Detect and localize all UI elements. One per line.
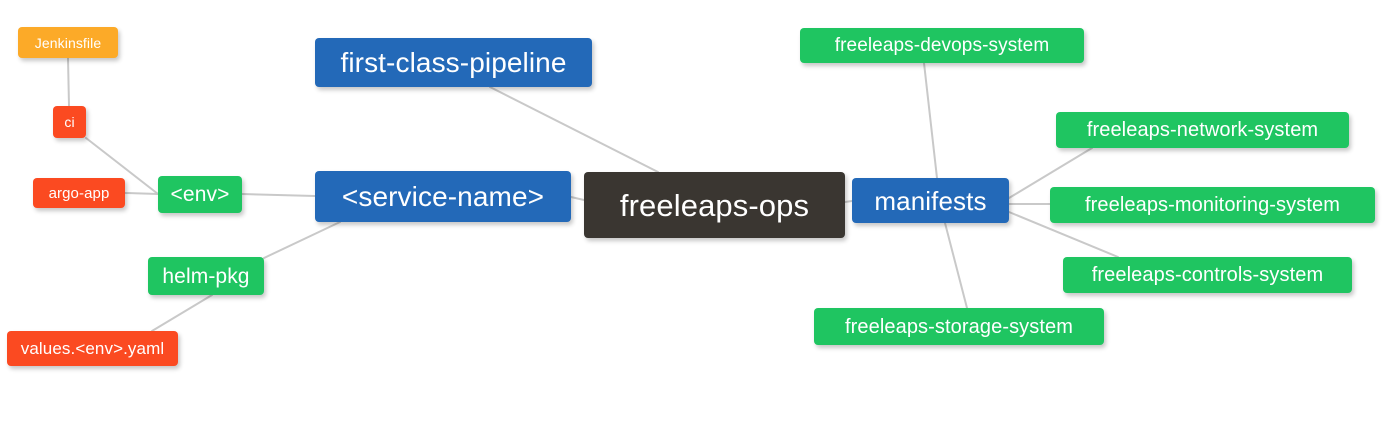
edge-manifests-to-storage: [944, 222, 968, 309]
mindmap-node-label: <env>: [170, 183, 230, 206]
edge-root-to-manifests: [844, 200, 853, 203]
mindmap-node-label: ci: [64, 114, 75, 130]
mindmap-node-helm-pkg[interactable]: helm-pkg: [148, 257, 264, 295]
edge-manifests-to-devops: [923, 62, 938, 179]
mindmap-node-manifests[interactable]: manifests: [852, 178, 1009, 223]
mindmap-node-label: values.<env>.yaml: [20, 339, 165, 358]
mindmap-node-storage[interactable]: freeleaps-storage-system: [814, 308, 1104, 345]
mindmap-node-monitoring[interactable]: freeleaps-monitoring-system: [1050, 187, 1375, 223]
mindmap-node-label: helm-pkg: [162, 264, 250, 288]
mindmap-node-label: argo-app: [48, 184, 110, 202]
edge-pipeline-to-root: [489, 86, 659, 173]
edge-service-name-to-root: [570, 196, 585, 201]
mindmap-node-controls[interactable]: freeleaps-controls-system: [1063, 257, 1352, 293]
edge-values-yaml-to-helm-pkg: [151, 294, 213, 332]
edge-argo-app-to-env: [124, 192, 159, 195]
mindmap-node-label: freeleaps-monitoring-system: [1084, 194, 1340, 216]
mindmap-node-label: manifests: [874, 185, 987, 216]
mindmap-node-pipeline[interactable]: first-class-pipeline: [315, 38, 592, 87]
mindmap-node-label: <service-name>: [341, 180, 545, 212]
mindmap-node-service-name[interactable]: <service-name>: [315, 171, 571, 222]
mindmap-node-ci[interactable]: ci: [53, 106, 86, 138]
mindmap-node-env[interactable]: <env>: [158, 176, 242, 213]
edge-jenkinsfile-to-ci: [67, 57, 70, 107]
mindmap-node-label: freeleaps-devops-system: [834, 35, 1050, 56]
mindmap-node-values-yaml[interactable]: values.<env>.yaml: [7, 331, 178, 366]
mindmap-node-jenkinsfile[interactable]: Jenkinsfile: [18, 27, 118, 58]
mindmap-node-devops[interactable]: freeleaps-devops-system: [800, 28, 1084, 63]
mindmap-node-label: freeleaps-ops: [619, 187, 810, 223]
mindmap-node-label: freeleaps-controls-system: [1091, 264, 1324, 286]
mindmap-node-label: freeleaps-storage-system: [844, 315, 1074, 338]
mindmap-node-root[interactable]: freeleaps-ops: [584, 172, 845, 238]
edge-helm-pkg-to-service-name: [263, 221, 341, 259]
mindmap-node-label: freeleaps-network-system: [1086, 119, 1319, 141]
mindmap-node-network[interactable]: freeleaps-network-system: [1056, 112, 1349, 148]
edge-env-to-service-name: [241, 193, 316, 197]
mindmap-node-label: first-class-pipeline: [340, 46, 567, 78]
mindmap-node-label: Jenkinsfile: [34, 34, 102, 51]
mindmap-node-argo-app[interactable]: argo-app: [33, 178, 125, 208]
